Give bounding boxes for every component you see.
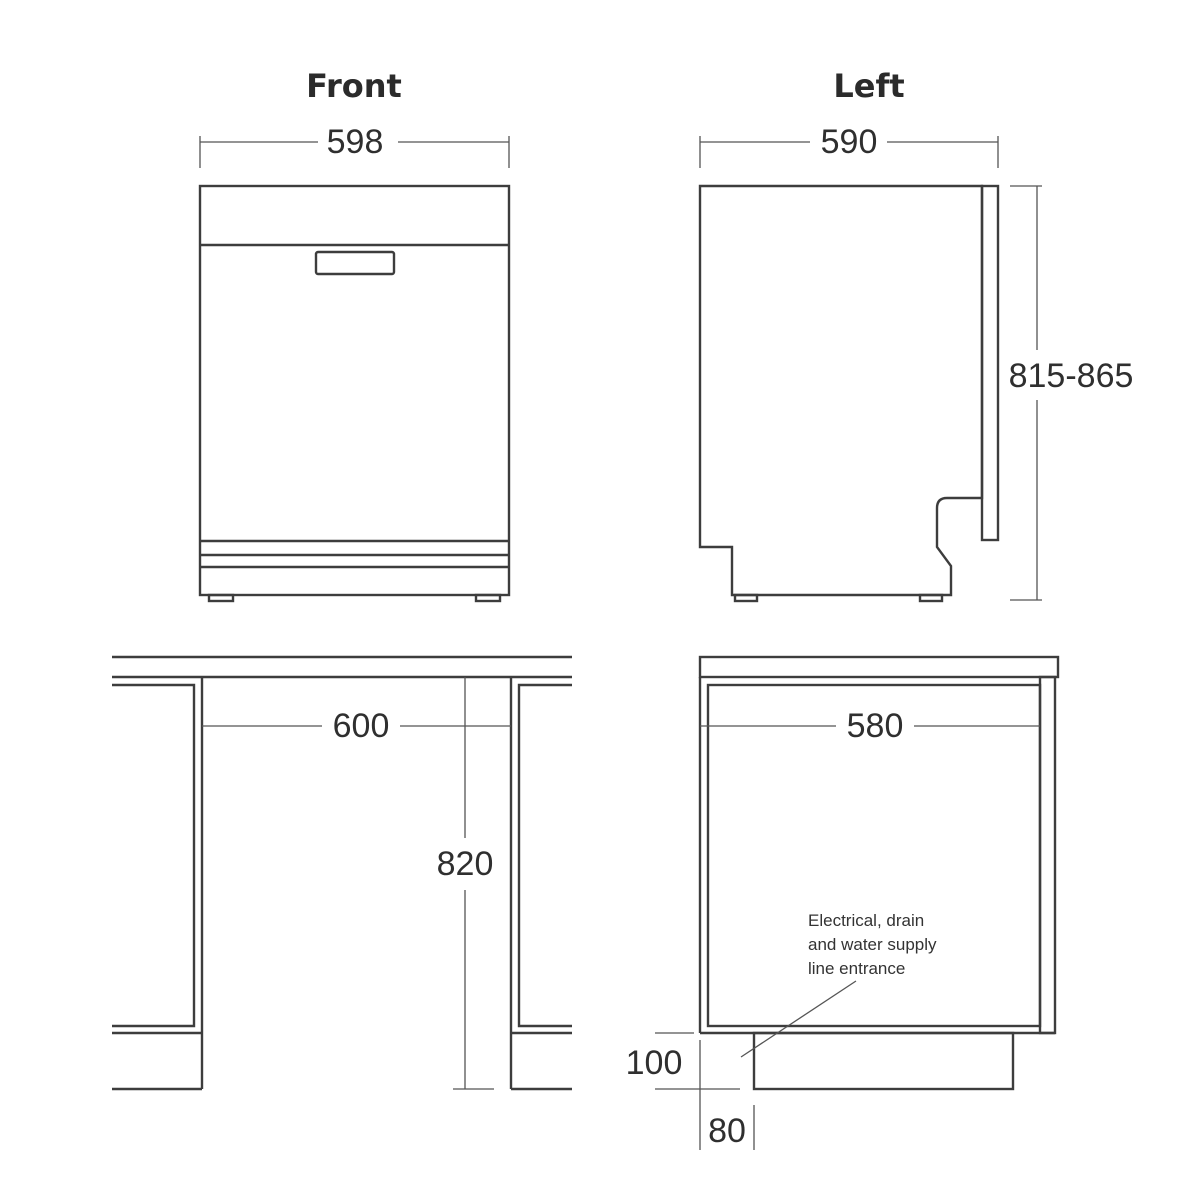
- front-view: Front 598: [198, 67, 511, 603]
- left-appliance-profile: [698, 184, 1000, 603]
- niche-front-view: 600 820: [112, 655, 572, 1091]
- left-foot-back: [918, 593, 944, 603]
- height-dimension: 815-865: [1009, 185, 1134, 601]
- niche-depth-label: 580: [847, 707, 904, 745]
- annotation-line-3: line entrance: [808, 959, 905, 978]
- side-niche-opening: [706, 683, 1042, 1028]
- supply-line-annotation: Electrical, drain and water supply line …: [740, 911, 937, 1058]
- plinth-depth-dimension: 80: [699, 1040, 755, 1150]
- front-appliance-body: [198, 184, 511, 603]
- door-handle: [314, 250, 396, 276]
- front-foot-left: [207, 593, 235, 603]
- right-cabinet: [509, 677, 572, 1091]
- side-back-panel: [1038, 675, 1057, 1035]
- front-foot-right: [474, 593, 502, 603]
- niche-width-label: 600: [333, 707, 390, 745]
- plinth-height-label: 100: [626, 1044, 683, 1082]
- left-depth-dimension: 590: [699, 123, 999, 168]
- niche-width-dimension: 600: [202, 707, 511, 745]
- niche-depth-dimension: 580: [700, 707, 1040, 745]
- height-range-label: 815-865: [1009, 357, 1134, 395]
- side-countertop: [698, 655, 1060, 679]
- annotation-line-1: Electrical, drain: [808, 911, 924, 930]
- left-cabinet: [112, 677, 204, 1091]
- niche-side-view: 580 Electrical, drain and water supply l…: [626, 655, 1060, 1150]
- niche-height-label: 820: [437, 845, 494, 883]
- niche-height-dimension: 820: [437, 677, 494, 1090]
- left-depth-label: 590: [821, 123, 878, 161]
- plinth-depth-label: 80: [708, 1112, 746, 1150]
- front-view-title: Front: [306, 67, 402, 105]
- left-view-title: Left: [833, 67, 904, 105]
- front-width-label: 598: [327, 123, 384, 161]
- door-panel: [980, 184, 1000, 542]
- side-plinth: [752, 1031, 1015, 1091]
- annotation-line-2: and water supply: [808, 935, 937, 954]
- plinth-height-dimension: 100: [626, 1032, 740, 1090]
- left-view: Left 590 815-865: [698, 67, 1134, 603]
- front-width-dimension: 598: [199, 123, 510, 168]
- annotation-leader: [740, 980, 857, 1058]
- left-foot-front: [733, 593, 759, 603]
